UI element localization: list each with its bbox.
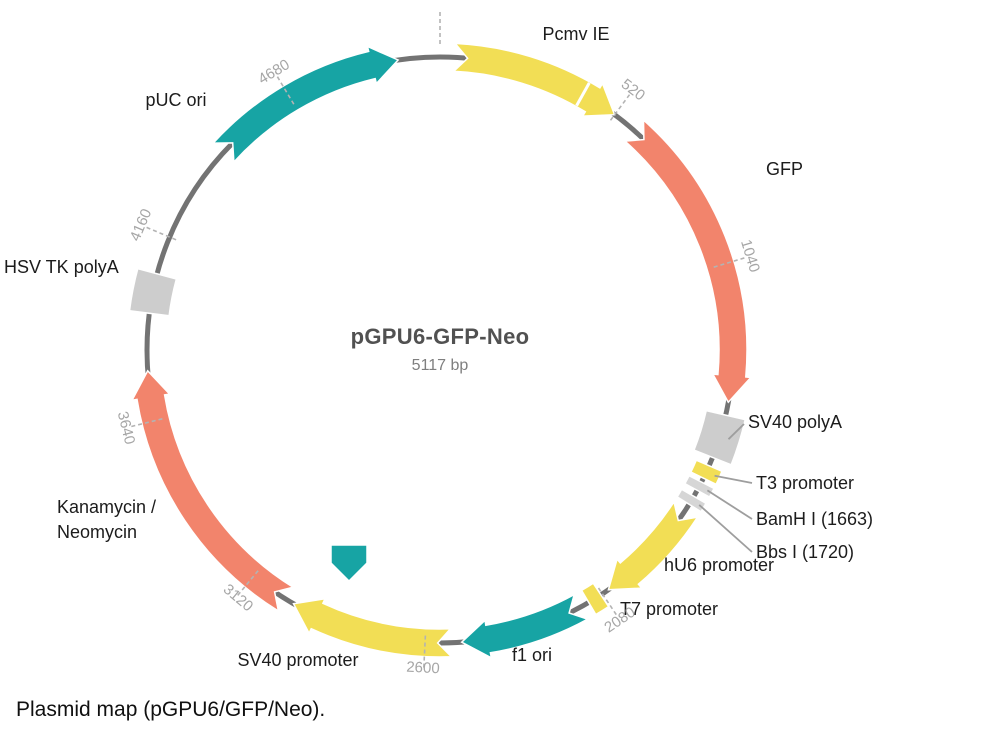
plasmid-title-block: pGPU6-GFP-Neo 5117 bp bbox=[351, 324, 530, 375]
feature-label-pcmv-ie: Pcmv IE bbox=[542, 24, 610, 44]
leader-line-t3_promoter bbox=[714, 474, 753, 484]
feature-arc-t3_promoter bbox=[689, 459, 723, 486]
feature-label-kanamycin-neomycin: Kanamycin / Neomycin bbox=[57, 495, 156, 545]
feature-label-t3-promoter: T3 promoter bbox=[756, 473, 855, 493]
leader-line-bbsi_site bbox=[698, 504, 753, 553]
feature-arc-bamhi_site bbox=[683, 474, 716, 499]
feature-arc-sv40_polya bbox=[693, 409, 747, 466]
tick-mark-1040 bbox=[713, 257, 745, 268]
feature-arc-f1_ori bbox=[460, 593, 590, 660]
feature-label-gfp: GFP bbox=[766, 159, 804, 179]
feature-label-f1-ori: f1 ori bbox=[511, 645, 553, 665]
feature-label-hsv-tk-polya: HSV TK polyA bbox=[4, 257, 119, 277]
feature-label-bbsi-site: Bbs I (1720) bbox=[756, 542, 855, 562]
tick-mark-4160 bbox=[146, 226, 177, 241]
feature-arc-gfp bbox=[623, 118, 753, 404]
tick-mark-2080 bbox=[597, 587, 617, 616]
inner-pentagon-marker bbox=[330, 544, 368, 583]
plasmid-size: 5117 bp bbox=[411, 357, 469, 374]
figure-caption: Plasmid map (pGPU6/GFP/Neo). bbox=[16, 698, 326, 721]
tick-mark-520 bbox=[609, 94, 631, 121]
tick-mark-2600 bbox=[423, 635, 427, 668]
feature-divider-pcmv_ie bbox=[575, 82, 591, 107]
tick-mark-3120 bbox=[237, 570, 259, 596]
feature-label-sv40-promoter: SV40 promoter bbox=[237, 650, 359, 670]
feature-arc-hsv_tk_polya bbox=[128, 267, 178, 317]
tick-mark-4680 bbox=[276, 76, 295, 105]
tick-mark-3640 bbox=[131, 418, 163, 428]
feature-arc-puc_ori bbox=[211, 45, 400, 164]
feature-label-sv40-polya: SV40 polyA bbox=[748, 412, 843, 432]
feature-arc-t7_promoter bbox=[580, 582, 610, 616]
feature-arc-bbsi_site bbox=[676, 488, 708, 513]
feature-label-kanamycin-line2: Neomycin bbox=[57, 522, 138, 542]
feature-label-bamhi-site: BamH I (1663) bbox=[756, 509, 874, 529]
feature-label-puc-ori: pUC ori bbox=[145, 90, 207, 110]
feature-arc-kan_neo bbox=[130, 369, 295, 613]
leader-line-bamhi_site bbox=[706, 489, 753, 520]
feature-arc-pcmv_ie bbox=[451, 42, 616, 117]
feature-label-kanamycin-line1: Kanamycin / bbox=[57, 497, 157, 517]
feature-label-hu6-promoter: hU6 promoter bbox=[664, 555, 775, 575]
feature-label-t7-promoter: T7 promoter bbox=[620, 599, 719, 619]
leader-line-sv40_polya bbox=[727, 423, 745, 440]
plasmid-name: pGPU6-GFP-Neo bbox=[350, 324, 530, 349]
tick-label-2600: 2600 bbox=[405, 658, 441, 678]
feature-arc-sv40_promoter bbox=[292, 597, 454, 658]
feature-arc-hu6_promoter bbox=[607, 500, 700, 591]
